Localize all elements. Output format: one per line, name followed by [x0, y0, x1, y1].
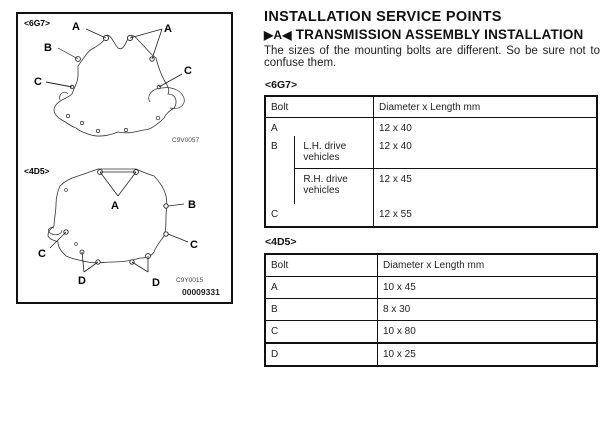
bolt-cell: A [265, 276, 378, 299]
condition-cell: L.H. drive vehicles [294, 135, 374, 169]
bolt-cell [265, 169, 295, 204]
subsection-title-text: TRANSMISSION ASSEMBLY INSTALLATION [295, 27, 584, 42]
bolt-cell: B [265, 298, 378, 321]
size-cell: 10 x 45 [377, 276, 597, 299]
table-row: B 8 x 30 [265, 298, 597, 321]
table-row: A 12 x 40 [265, 117, 597, 136]
size-cell: 12 x 40 [373, 135, 597, 169]
transmission-housing-diagrams: <6G7> A A B C C C9V0057 <4D5> [24, 18, 220, 297]
table-header-row: Bolt Diameter x Length mm [265, 254, 597, 277]
table-row: B L.H. drive vehicles 12 x 40 [265, 135, 597, 169]
caution-note: The sizes of the mounting bolts are diff… [264, 45, 600, 69]
callout-c: C [184, 65, 192, 77]
callout-a: A [164, 23, 172, 35]
table-row: R.H. drive vehicles 12 x 45 [265, 168, 597, 204]
header-size: Diameter x Length mm [373, 96, 597, 118]
header-bolt: Bolt [265, 254, 378, 277]
table-row: C 12 x 55 [265, 203, 597, 227]
condition-cell: R.H. drive vehicles [294, 168, 374, 204]
subsection-title: ▶A◀ TRANSMISSION ASSEMBLY INSTALLATION [264, 27, 584, 42]
table-row: D 10 x 25 [265, 342, 597, 366]
bolt-table-6g7: Bolt Diameter x Length mm A 12 x 40 B L.… [264, 95, 598, 228]
callout-c: C [38, 248, 46, 260]
size-cell: 12 x 40 [373, 117, 597, 136]
table-6g7-caption: <6G7> [265, 79, 298, 91]
table-4d5-caption: <4D5> [265, 236, 297, 248]
header-bolt: Bolt [265, 96, 374, 118]
bolt-cell: A [271, 123, 278, 134]
table-header-row: Bolt Diameter x Length mm [265, 96, 597, 118]
diagram-4d5-code: C9Y0015 [176, 277, 203, 284]
table-row: C 10 x 80 [265, 320, 597, 344]
bolt-table-4d5: Bolt Diameter x Length mm A 10 x 45 B 8 … [264, 253, 598, 367]
size-cell: 12 x 55 [373, 203, 597, 227]
header-size: Diameter x Length mm [377, 254, 597, 277]
size-cell: 8 x 30 [377, 298, 597, 321]
bolt-cell: D [265, 342, 378, 366]
diagram-6g7-label: <6G7> [24, 18, 50, 28]
figure-number: 00009331 [182, 287, 220, 297]
callout-d: D [78, 275, 86, 287]
bolt-location-figure: <6G7> A A B C C C9V0057 <4D5> [16, 12, 233, 304]
bolt-cell: C [265, 320, 378, 344]
size-cell: 10 x 80 [377, 320, 597, 344]
diagram-6g7-code: C9V0057 [172, 137, 199, 144]
callout-b: B [188, 199, 196, 211]
callout-d: D [152, 277, 160, 289]
size-cell: 12 x 45 [373, 168, 597, 204]
callout-c: C [190, 239, 198, 251]
callout-c: C [34, 76, 42, 88]
diagram-4d5-label: <4D5> [24, 166, 50, 176]
callout-a: A [111, 200, 119, 212]
callout-b: B [44, 42, 52, 54]
step-marker-icon: ▶A◀ [264, 28, 292, 42]
callout-a: A [72, 21, 80, 33]
bolt-cell: C [271, 208, 279, 220]
size-cell: 10 x 25 [377, 342, 597, 366]
section-title: INSTALLATION SERVICE POINTS [264, 9, 502, 25]
housing-outline-6g7 [53, 34, 177, 137]
housing-outline-4d5 [47, 168, 168, 264]
bolt-cell: B [271, 140, 278, 152]
table-row: A 10 x 45 [265, 276, 597, 299]
